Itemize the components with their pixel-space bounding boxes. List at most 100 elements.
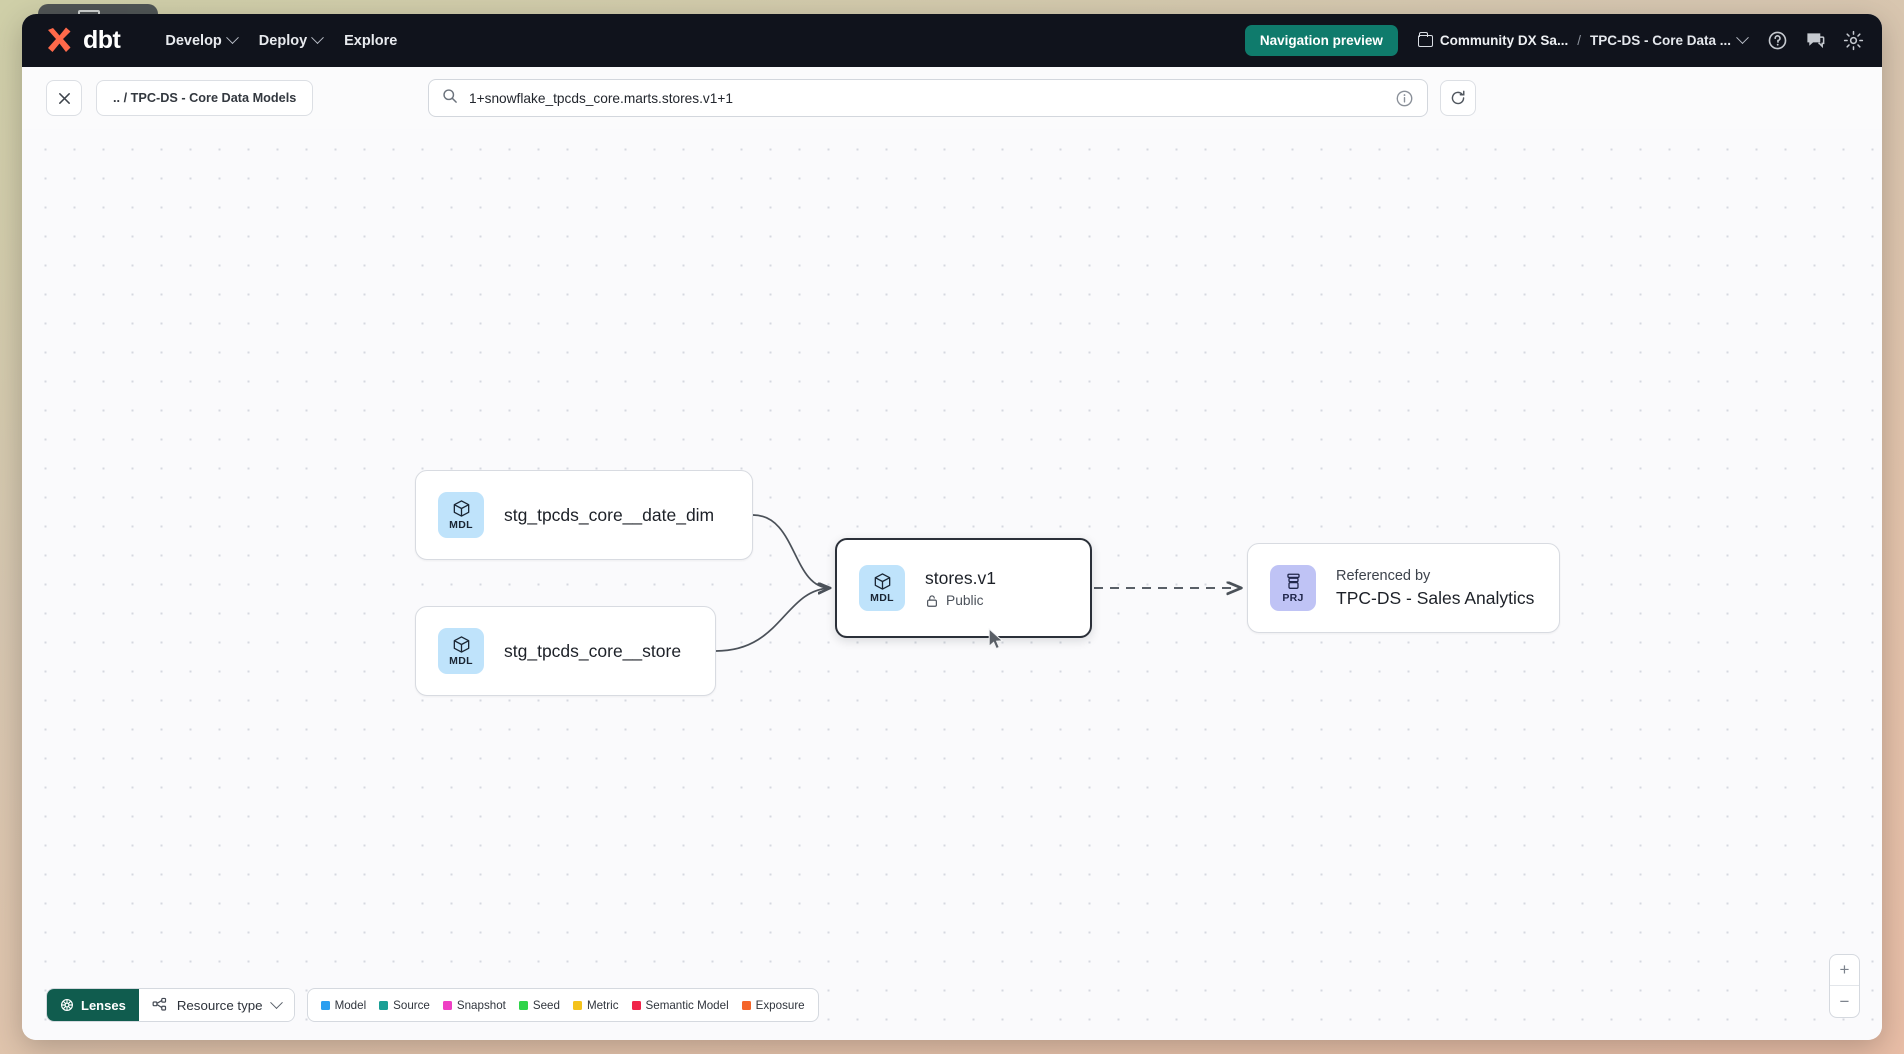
legend-swatch-model [320, 1000, 330, 1010]
legend-label-snapshot: Snapshot [456, 998, 506, 1012]
search-input[interactable]: 1+snowflake_tpcds_core.marts.stores.v1+1 [469, 90, 733, 106]
edge-date-dim-to-stores [752, 514, 830, 588]
node-title: stores.v1 [925, 568, 996, 588]
lineage-node-stores-v1[interactable]: MDL stores.v1 Public [835, 538, 1092, 638]
legend-label-semantic-model: Semantic Model [645, 998, 729, 1012]
lineage-canvas[interactable]: MDL stg_tpcds_core__date_dim MDL stg_tpc… [22, 129, 1882, 1040]
lineage-bottom-toolbar: Lenses Resource type Model [46, 988, 819, 1022]
breadcrumb-account-label: Community DX Sa... [1439, 33, 1569, 48]
nav-item-explore-label: Explore [344, 32, 398, 49]
legend-label-model: Model [334, 998, 367, 1012]
resource-type-filter-button[interactable]: Resource type [138, 989, 294, 1021]
zoom-out-button[interactable]: − [1839, 991, 1850, 1011]
model-badge: MDL [438, 492, 484, 538]
lineage-search-area: 1+snowflake_tpcds_core.marts.stores.v1+1 [428, 79, 1476, 117]
breadcrumb-separator: / [1577, 33, 1581, 48]
node-body: Referenced by TPC-DS - Sales Analytics [1336, 568, 1534, 609]
legend-label-seed: Seed [532, 998, 560, 1012]
lineage-search-box[interactable]: 1+snowflake_tpcds_core.marts.stores.v1+1 [428, 79, 1428, 117]
lenses-button[interactable]: Lenses [47, 989, 139, 1021]
account-breadcrumb: Community DX Sa... / TPC-DS - Core Data … [1417, 31, 1749, 48]
legend-swatch-exposure [741, 1000, 751, 1010]
cube-icon [874, 573, 890, 590]
model-badge-label: MDL [449, 519, 473, 531]
resource-type-legend: Model Source Snapshot Seed Metric [306, 988, 819, 1022]
legend-item-snapshot: Snapshot [442, 998, 506, 1012]
chevron-down-icon [311, 31, 325, 45]
lens-globe-icon [61, 999, 73, 1011]
legend-label-exposure: Exposure [755, 998, 805, 1012]
model-badge-label: MDL [870, 592, 894, 604]
legend-swatch-source [379, 1000, 389, 1010]
node-body: stg_tpcds_core__date_dim [504, 505, 714, 526]
nav-item-deploy[interactable]: Deploy [248, 26, 333, 56]
resource-type-label: Resource type [176, 997, 263, 1013]
navigation-preview-button[interactable]: Navigation preview [1244, 25, 1398, 56]
model-badge-label: MDL [449, 655, 473, 667]
nav-item-explore[interactable]: Explore [333, 26, 408, 56]
legend-item-seed: Seed [518, 998, 560, 1012]
chevron-down-icon [225, 31, 239, 45]
project-jar-icon [1286, 573, 1300, 589]
application-window: dbt Develop Deploy Explore Navigation pr… [22, 14, 1882, 1040]
edge-store-to-stores [715, 588, 830, 652]
dbt-logo-icon [44, 26, 74, 56]
legend-item-semantic-model: Semantic Model [631, 998, 729, 1012]
legend-item-metric: Metric [572, 998, 619, 1012]
zoom-in-button[interactable]: + [1830, 955, 1859, 986]
lineage-node-sales-analytics-project[interactable]: PRJ Referenced by TPC-DS - Sales Analyti… [1247, 543, 1560, 633]
model-badge: MDL [438, 628, 484, 674]
legend-swatch-seed [518, 1000, 528, 1010]
lineage-edges [715, 514, 1882, 652]
refresh-lineage-button[interactable] [1440, 80, 1476, 116]
brand-text: dbt [83, 26, 121, 54]
help-circle-icon[interactable] [1767, 30, 1788, 51]
breadcrumb-project[interactable]: TPC-DS - Core Data ... [1589, 31, 1749, 48]
project-badge: PRJ [1270, 565, 1316, 611]
legend-item-source: Source [379, 999, 430, 1012]
chevron-down-icon [269, 995, 283, 1009]
lineage-node-stg-date-dim[interactable]: MDL stg_tpcds_core__date_dim [415, 470, 753, 560]
nav-item-develop[interactable]: Develop [154, 26, 247, 56]
legend-label-source: Source [393, 998, 430, 1012]
feedback-chat-icon[interactable] [1805, 30, 1826, 51]
chevron-down-icon [1736, 31, 1749, 45]
legend-item-exposure: Exposure [741, 998, 805, 1012]
lens-control-group: Lenses Resource type [46, 988, 295, 1022]
node-kicker: Referenced by [1336, 567, 1431, 584]
node-title: TPC-DS - Sales Analytics [1336, 587, 1535, 608]
search-icon [442, 88, 458, 109]
node-access-label: Public [946, 593, 984, 608]
lineage-toolbar: .. / TPC-DS - Core Data Models 1+snowfla… [22, 67, 1882, 129]
close-lineage-button[interactable] [46, 80, 82, 116]
nav-item-develop-label: Develop [165, 32, 222, 49]
legend-swatch-semantic-model [631, 1000, 641, 1010]
breadcrumb-account[interactable]: Community DX Sa... [1417, 31, 1569, 48]
breadcrumb-path-button[interactable]: .. / TPC-DS - Core Data Models [96, 80, 314, 116]
settings-gear-icon[interactable] [1843, 30, 1864, 51]
nav-item-deploy-label: Deploy [258, 32, 308, 49]
legend-swatch-snapshot [442, 1000, 452, 1010]
unlock-icon [927, 594, 937, 607]
refresh-icon [1449, 89, 1468, 108]
zoom-controls: + − [1829, 954, 1860, 1018]
folder-icon [1417, 31, 1433, 47]
brand-logo[interactable]: dbt [44, 26, 121, 56]
cube-icon [453, 636, 469, 653]
info-circle-icon[interactable] [1395, 89, 1414, 108]
cube-icon [453, 500, 469, 517]
legend-label-metric: Metric [586, 998, 619, 1012]
topnav-icon-group [1767, 30, 1864, 51]
project-badge-label: PRJ [1282, 592, 1304, 604]
node-access-status: Public [925, 593, 996, 608]
model-badge: MDL [859, 565, 905, 611]
node-title: stg_tpcds_core__date_dim [504, 504, 715, 525]
nodes-graph-icon [152, 997, 166, 1011]
node-body: stg_tpcds_core__store [504, 641, 681, 662]
node-body: stores.v1 Public [925, 568, 996, 608]
lineage-node-stg-store[interactable]: MDL stg_tpcds_core__store [415, 606, 716, 696]
breadcrumb-project-label: TPC-DS - Core Data ... [1589, 33, 1731, 48]
node-title: stg_tpcds_core__store [504, 640, 682, 661]
top-navigation-bar: dbt Develop Deploy Explore Navigation pr… [22, 14, 1882, 67]
lenses-button-label: Lenses [81, 997, 126, 1013]
